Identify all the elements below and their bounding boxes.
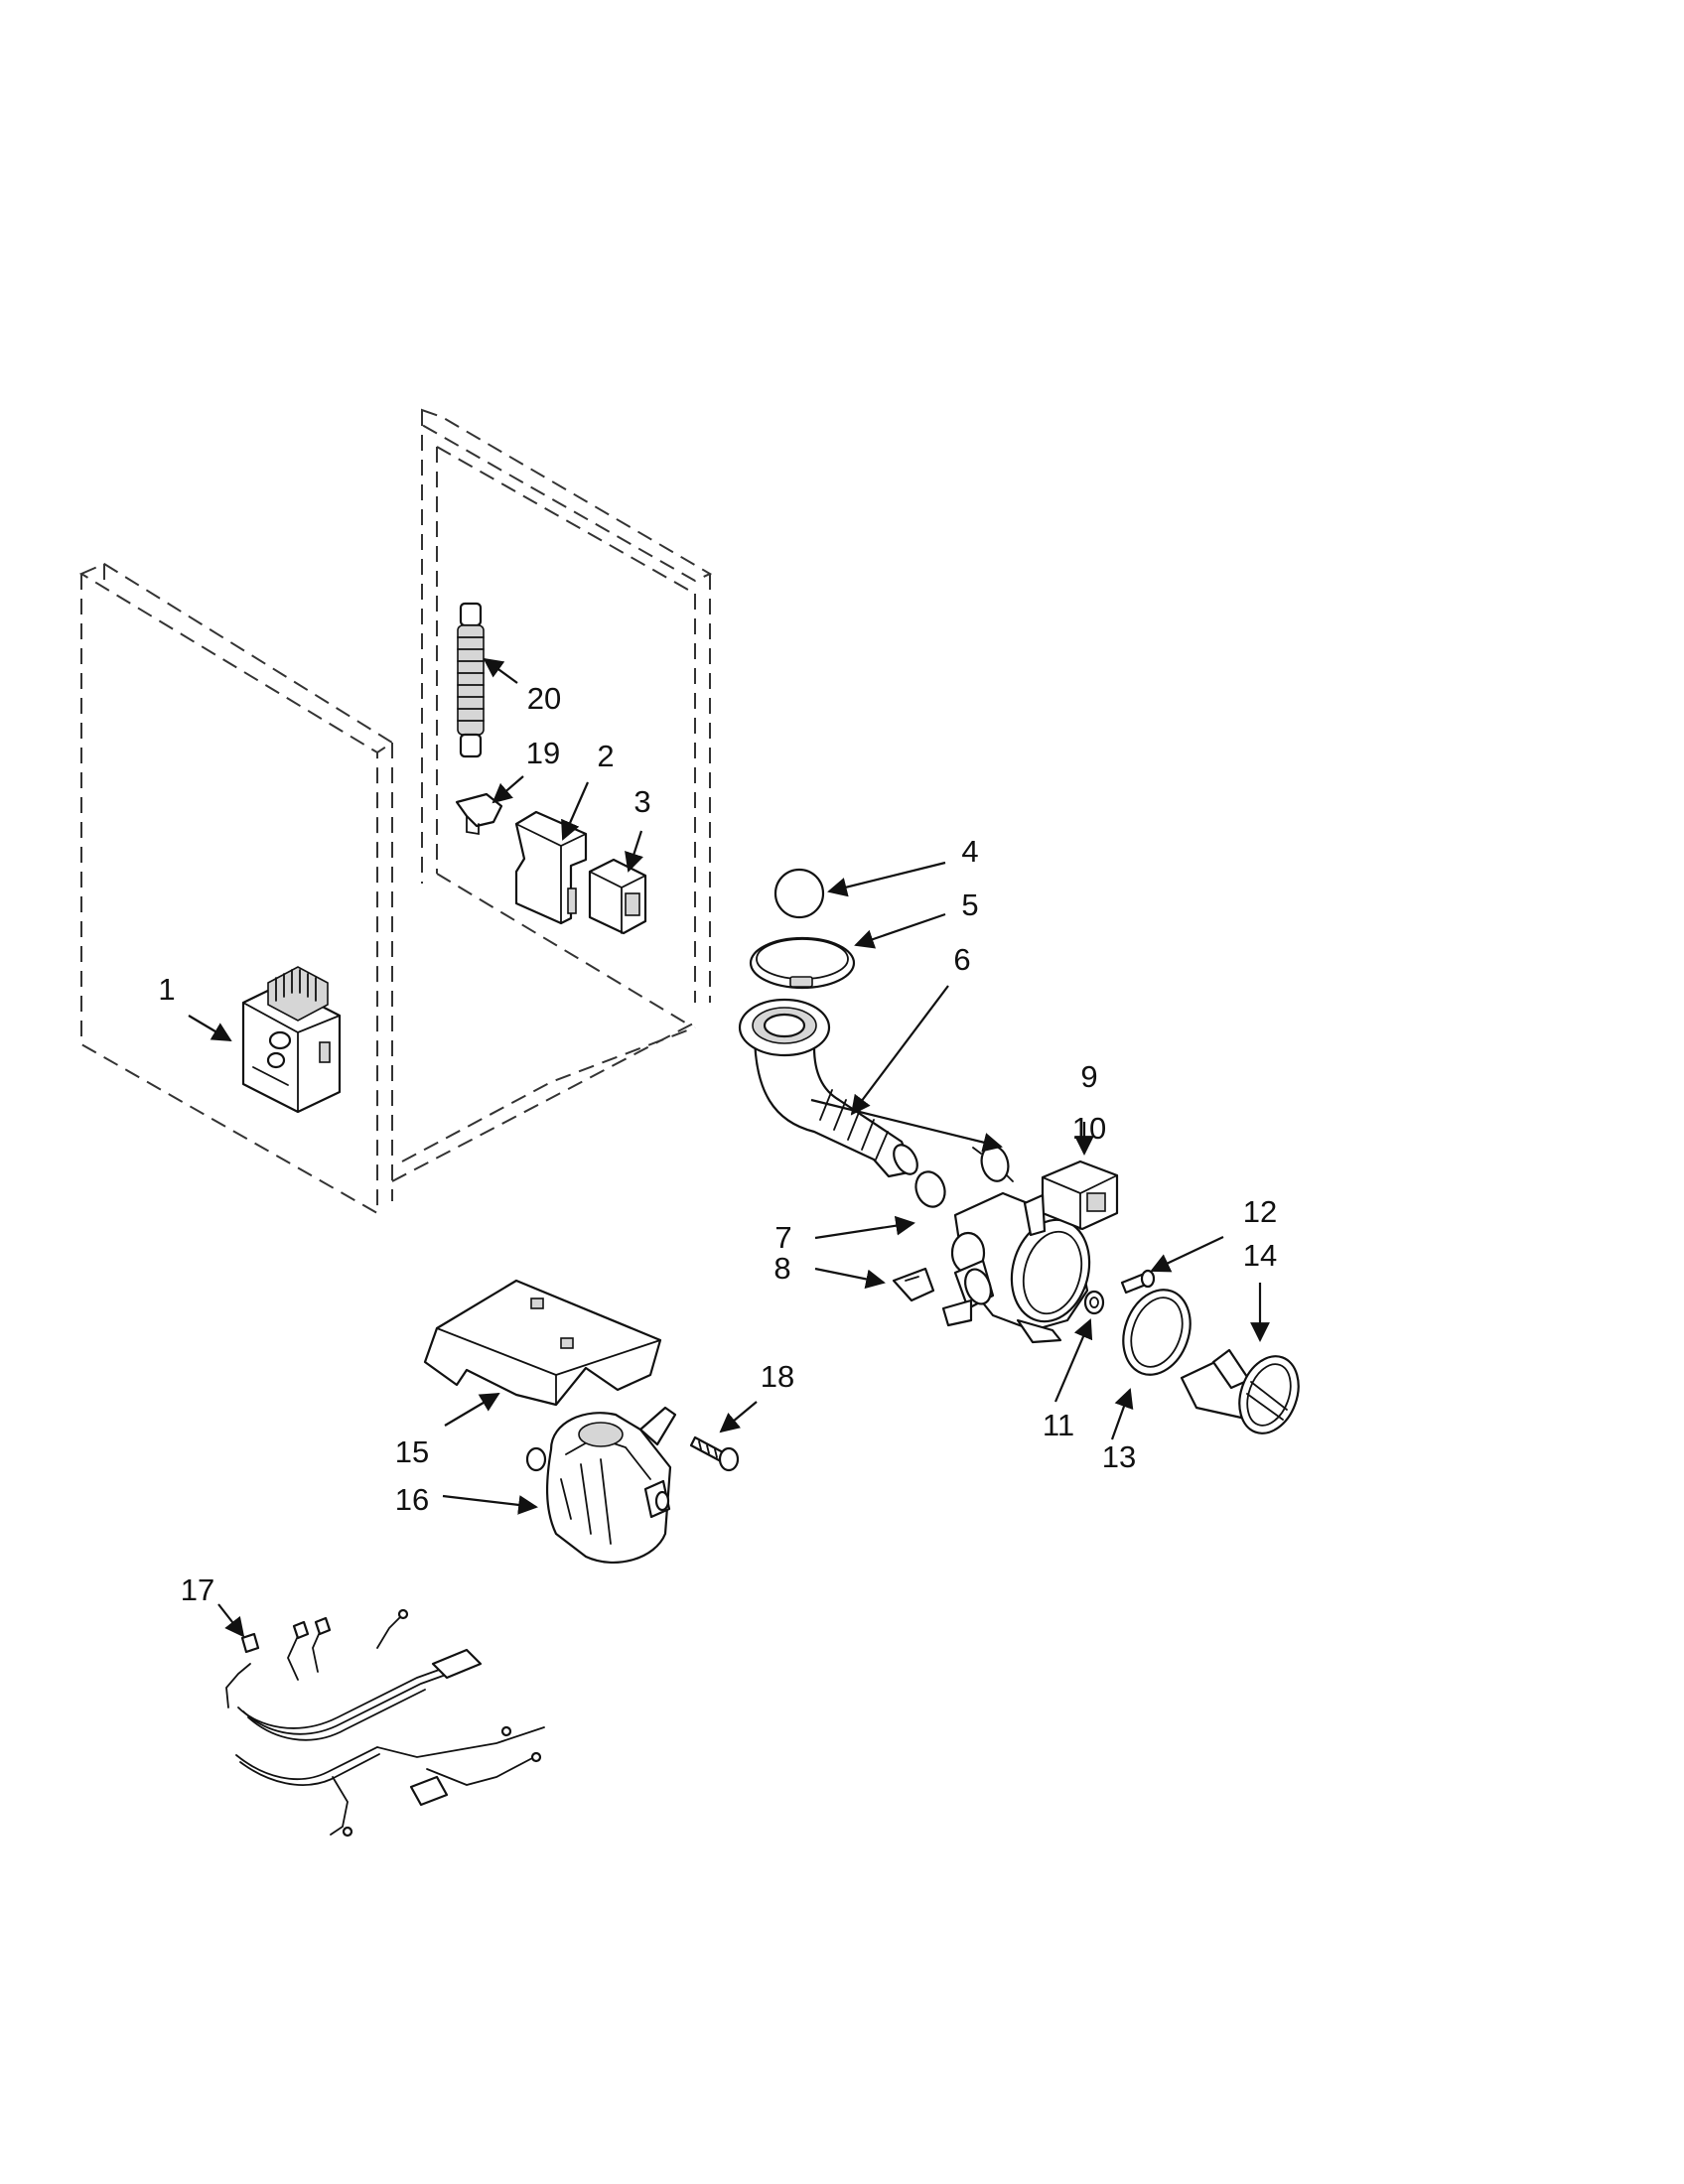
- callout-3: 3: [633, 784, 650, 819]
- callout-11: 11: [1043, 1408, 1074, 1442]
- callout-4: 4: [961, 834, 978, 869]
- callout-12: 12: [1243, 1194, 1277, 1229]
- part-18-bolt: [689, 1435, 740, 1472]
- callout-17: 17: [181, 1572, 214, 1607]
- part-11-nut: [1083, 1290, 1105, 1315]
- leader-arrows: [188, 657, 1270, 1638]
- part-14-filter: [1180, 1348, 1300, 1434]
- part-6-bellows-hose: [738, 998, 918, 1178]
- callout-16: 16: [395, 1482, 429, 1517]
- part-9-clamp: [972, 1145, 1014, 1182]
- callout-18: 18: [761, 1359, 794, 1394]
- drain-pump-body: [941, 1191, 1091, 1344]
- part-5-clamp: [749, 936, 856, 990]
- callout-labels: 1 2 3 4 5 6 7 8 9 10 11 12 13 14 15 16 1…: [158, 681, 1277, 1607]
- part-7-clamp: [914, 1170, 946, 1208]
- part-17-wiring-harness: [225, 1608, 545, 1838]
- callout-2: 2: [597, 739, 614, 773]
- part-12-screw: [1120, 1269, 1156, 1295]
- callout-6: 6: [953, 942, 970, 977]
- part-13-gasket: [1122, 1289, 1192, 1376]
- part-2-cover: [514, 810, 588, 925]
- part-19-clip: [455, 792, 503, 836]
- callout-7: 7: [774, 1220, 791, 1255]
- part-8-clip: [892, 1267, 935, 1302]
- part-10-pump-motor: [1023, 1160, 1119, 1237]
- callout-20: 20: [527, 681, 561, 716]
- part-1-control-module: [241, 966, 342, 1114]
- callout-19: 19: [526, 736, 560, 770]
- callout-10: 10: [1072, 1111, 1106, 1146]
- part-3-module: [588, 858, 647, 935]
- cabinet-outline-left: [78, 562, 394, 1215]
- callout-8: 8: [773, 1251, 790, 1286]
- callout-14: 14: [1243, 1238, 1277, 1273]
- callout-5: 5: [961, 887, 978, 922]
- part-16-motor: [525, 1406, 677, 1565]
- callout-13: 13: [1102, 1439, 1136, 1474]
- part-4-ball: [773, 868, 825, 919]
- callout-9: 9: [1080, 1059, 1097, 1094]
- part-15-shield: [423, 1279, 662, 1407]
- callout-15: 15: [395, 1434, 429, 1469]
- callout-1: 1: [158, 972, 175, 1007]
- part-20-hose: [457, 602, 485, 758]
- cabinet-outline-right: [391, 408, 713, 1182]
